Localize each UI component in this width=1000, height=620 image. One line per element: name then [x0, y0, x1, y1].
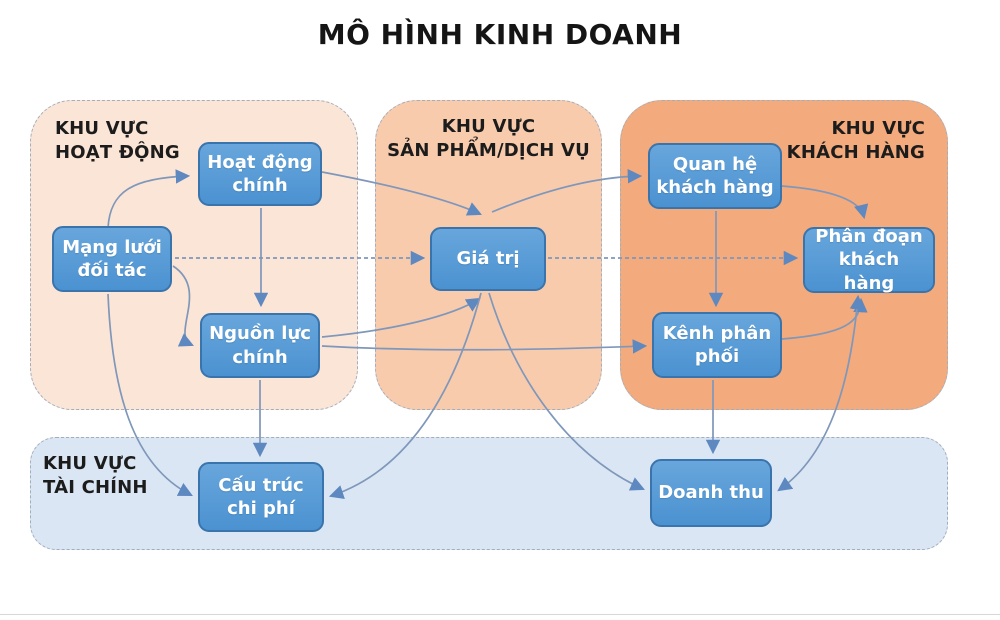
node-hoat-dong-chinh: Hoạt động chính	[198, 142, 322, 206]
node-kenh-phan-phoi: Kênh phân phối	[652, 312, 782, 378]
zone-product-label: KHU VỰC SẢN PHẨM/DỊCH VỤ	[387, 116, 590, 162]
zone-finance-label: KHU VỰC TÀI CHÍNH	[43, 453, 148, 499]
bottom-divider	[0, 614, 1000, 615]
node-quan-he-khach-hang: Quan hệ khách hàng	[648, 143, 782, 209]
node-doanh-thu: Doanh thu	[650, 459, 772, 527]
node-mang-luoi-doi-tac: Mạng lưới đối tác	[52, 226, 172, 292]
zone-customer-label: KHU VỰC KHÁCH HÀNG	[786, 118, 925, 164]
node-phan-doan-khach-hang: Phân đoạn khách hàng	[803, 226, 935, 294]
diagram-title: MÔ HÌNH KINH DOANH	[317, 18, 683, 51]
node-cau-truc-chi-phi: Cấu trúc chi phí	[198, 462, 324, 532]
node-nguon-luc-chinh: Nguồn lực chính	[200, 313, 320, 378]
zone-operations-label: KHU VỰC HOẠT ĐỘNG	[55, 118, 180, 164]
zone-finance: KHU VỰC TÀI CHÍNH	[30, 437, 948, 550]
node-gia-tri: Giá trị	[430, 227, 546, 291]
